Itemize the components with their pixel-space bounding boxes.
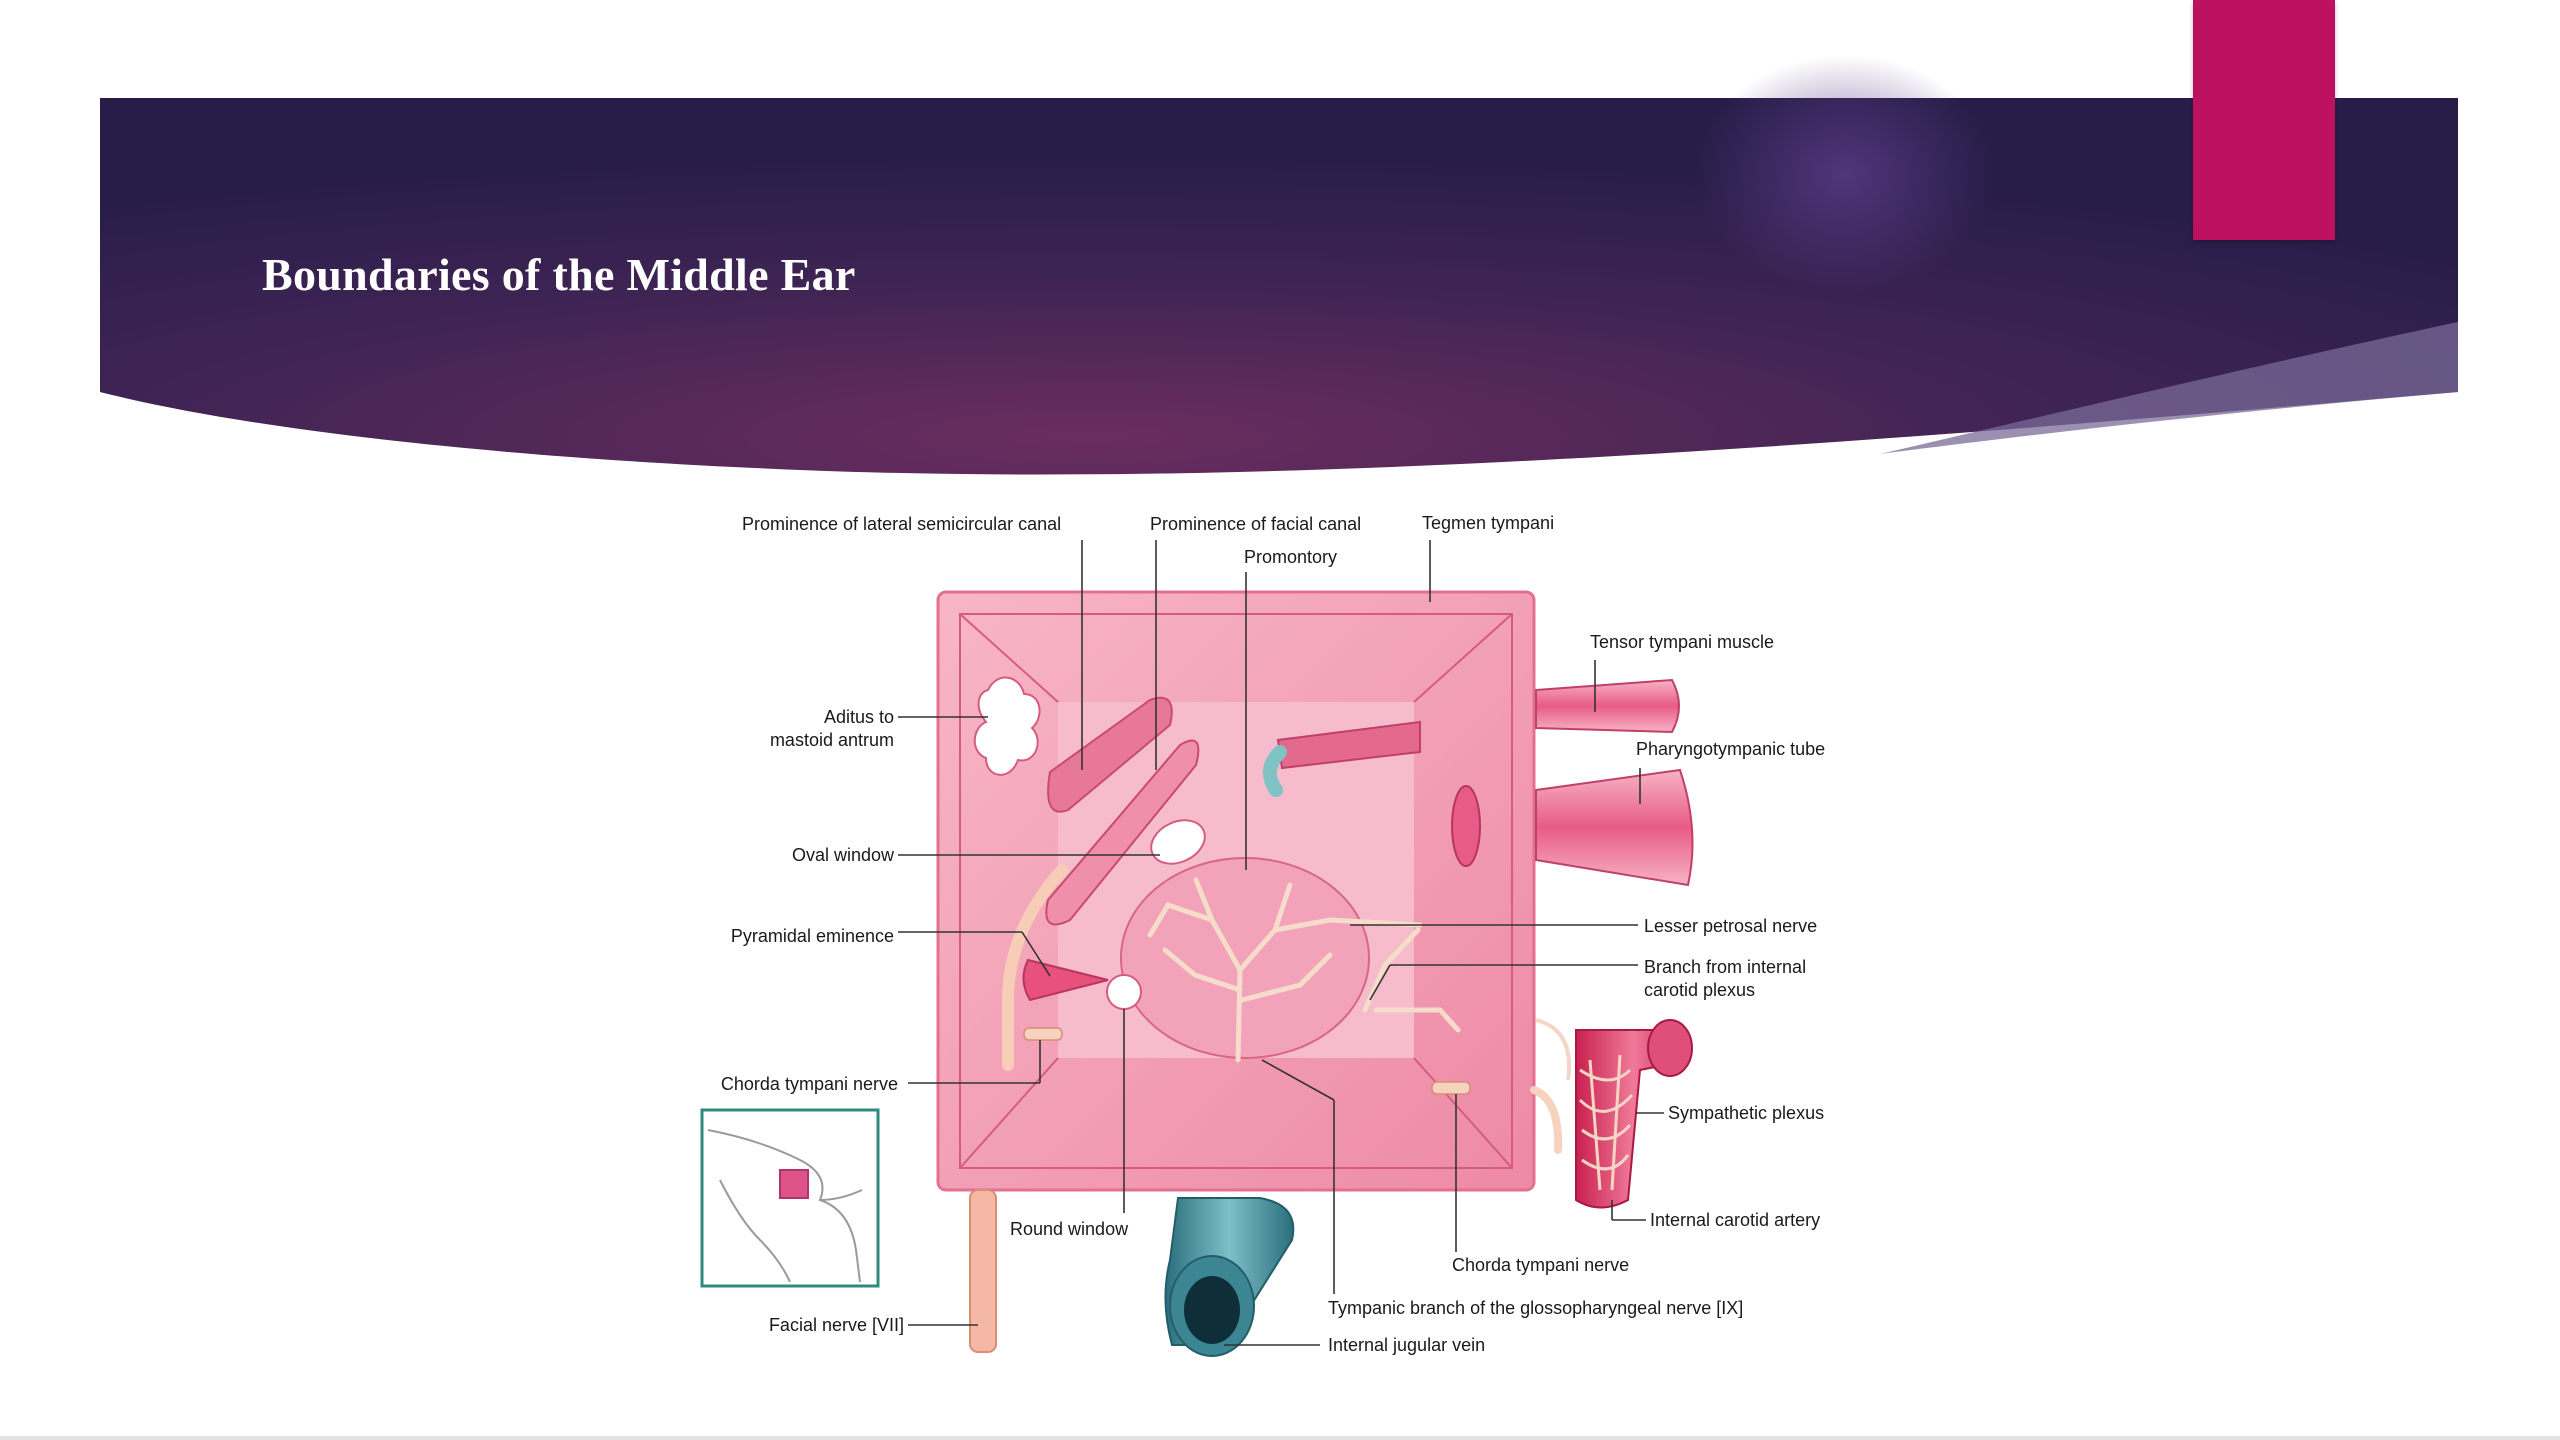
label-tegmen-tympani: Tegmen tympani: [1422, 513, 1554, 533]
chorda-tympani-entry: [1023, 1027, 1063, 1041]
label-oval-window: Oval window: [792, 845, 895, 865]
pyramidal-eminence: [1022, 958, 1109, 1002]
label-branch-internal-line2: carotid plexus: [1644, 980, 1755, 1000]
round-window: [1106, 974, 1142, 1010]
label-aditus-line2: mastoid antrum: [770, 730, 894, 750]
label-prominence-facial-canal: Prominence of facial canal: [1150, 514, 1361, 534]
tensor-tympani-muscle: [1263, 678, 1680, 797]
label-internal-carotid-artery: Internal carotid artery: [1650, 1210, 1820, 1230]
aditus-mastoid-antrum: [973, 676, 1041, 776]
label-chorda-tympani-left: Chorda tympani nerve: [721, 1074, 898, 1094]
chorda-tympani-exit: [1431, 1081, 1471, 1095]
label-round-window: Round window: [1010, 1219, 1129, 1239]
prominence-lateral-semicircular-canal: [1047, 696, 1173, 813]
slide-title: Boundaries of the Middle Ear: [262, 249, 856, 300]
internal-carotid-artery: [1535, 1018, 1693, 1209]
accent-tab: [2193, 0, 2335, 240]
orientation-inset: [700, 1108, 880, 1288]
label-branch-internal-line1: Branch from internal: [1644, 957, 1806, 977]
label-promontory: Promontory: [1244, 547, 1337, 567]
internal-jugular-vein: [1164, 1197, 1295, 1357]
pharyngotympanic-tube: [1451, 768, 1694, 887]
label-sympathetic-plexus: Sympathetic plexus: [1668, 1103, 1824, 1123]
promontory: [1120, 857, 1461, 1063]
label-aditus-line1: Aditus to: [824, 707, 894, 727]
facial-nerve: [969, 864, 1068, 1353]
label-pyramidal-eminence: Pyramidal eminence: [731, 926, 894, 946]
label-tympanic-branch-glossopharyngeal: Tympanic branch of the glossopharyngeal …: [1328, 1298, 1743, 1318]
oval-window: [1150, 819, 1206, 865]
label-pharyngotympanic-tube: Pharyngotympanic tube: [1636, 739, 1825, 759]
label-tensor-tympani-muscle: Tensor tympani muscle: [1590, 632, 1774, 652]
label-prominence-lateral-semicircular-canal: Prominence of lateral semicircular canal: [742, 514, 1061, 534]
label-facial-nerve: Facial nerve [VII]: [769, 1315, 904, 1335]
prominence-facial-canal: [1045, 739, 1200, 926]
label-chorda-tympani-bottom: Chorda tympani nerve: [1452, 1255, 1629, 1275]
leader-lines: [898, 540, 1664, 1346]
slide-bottom-edge: [0, 1436, 2560, 1440]
label-internal-jugular-vein: Internal jugular vein: [1328, 1335, 1485, 1355]
label-lesser-petrosal-nerve: Lesser petrosal nerve: [1644, 916, 1817, 936]
